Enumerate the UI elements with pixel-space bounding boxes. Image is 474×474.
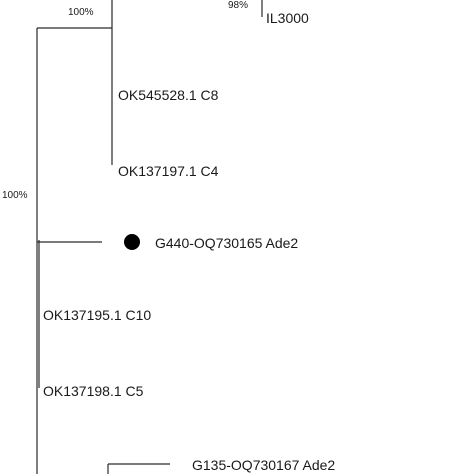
leaf-label-ok137198: OK137198.1 C5 (43, 383, 144, 399)
support-value-top-left: 100% (68, 7, 94, 18)
leaf-label-g440: G440-OQ730165 Ade2 (155, 235, 298, 251)
leaf-label-il3000: IL3000 (266, 10, 309, 26)
support-value-top-right: 98% (228, 0, 248, 11)
tree-branches (36, 0, 263, 474)
leaf-label-ok137197: OK137197.1 C4 (118, 163, 219, 179)
leaf-label-ok545528: OK545528.1 C8 (118, 87, 219, 103)
highlight-marker (124, 234, 140, 250)
leaf-label-g135: G135-OQ730167 Ade2 (192, 457, 335, 473)
leaf-label-ok137195: OK137195.1 C10 (43, 307, 151, 323)
support-value-root: 100% (2, 190, 28, 201)
